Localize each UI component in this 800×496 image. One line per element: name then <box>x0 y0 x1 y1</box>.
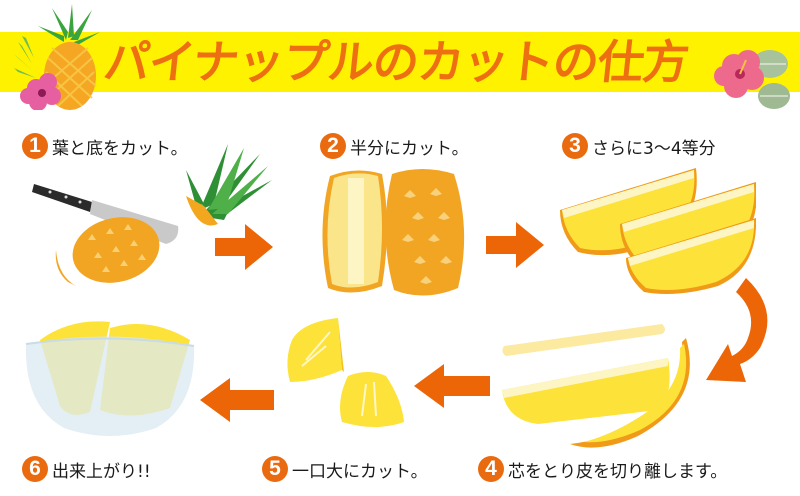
step-text: 芯をとり皮を切り離します。 <box>508 461 728 482</box>
step-5-label: 5 一口大にカット。 <box>262 456 428 482</box>
step-6-label: 6 出来上がり!! <box>22 456 151 482</box>
step-number-badge: 6 <box>22 456 48 482</box>
step-2-label: 2 半分にカット。 <box>320 133 469 159</box>
arrow-right-icon <box>486 222 544 268</box>
arrow-right-icon <box>215 224 273 270</box>
step-number-badge: 3 <box>562 133 588 159</box>
step-text: 葉と底をカット。 <box>52 138 188 159</box>
pineapple-wedges-icon <box>560 168 756 294</box>
pineapple-halves-icon <box>322 169 465 296</box>
step-text: 出来上がり!! <box>52 461 151 482</box>
step-number-badge: 1 <box>22 133 48 159</box>
pineapple-core-skin-icon <box>502 324 690 448</box>
page-title: パイナップルのカットの仕方 <box>101 35 691 89</box>
pineapple-bowl-icon <box>25 321 195 436</box>
step-text: さらに3〜4等分 <box>592 138 716 159</box>
step-4-label: 4 芯をとり皮を切り離します。 <box>478 456 727 482</box>
step-number-badge: 4 <box>478 456 504 482</box>
arrow-left-icon <box>414 364 490 408</box>
step-1-label: 1 葉と底をカット。 <box>22 133 188 159</box>
step-text: 一口大にカット。 <box>292 461 428 482</box>
step-number-badge: 5 <box>262 456 288 482</box>
arrow-curved-down-icon <box>706 278 768 382</box>
pineapple-bite-pieces-icon <box>287 318 404 427</box>
title-banner <box>0 32 800 92</box>
step-3-label: 3 さらに3〜4等分 <box>562 133 716 159</box>
step-number-badge: 2 <box>320 133 346 159</box>
pineapple-knife-icon <box>32 144 272 286</box>
arrow-left-icon <box>200 378 274 422</box>
hibiscus-decoration-icon <box>714 50 790 109</box>
step-text: 半分にカット。 <box>350 138 469 159</box>
pineapple-decoration-icon <box>14 4 100 110</box>
